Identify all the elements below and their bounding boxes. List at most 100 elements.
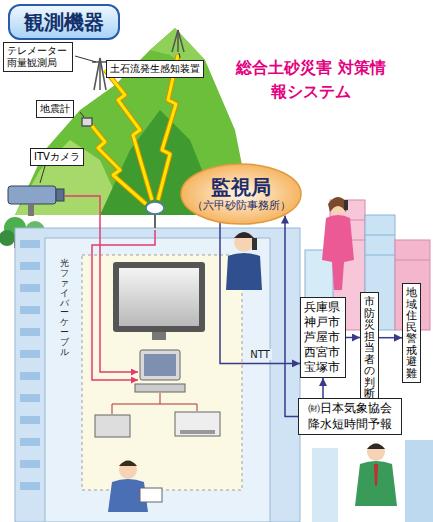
decision-box: 市防災担当者の判断 — [360, 292, 379, 404]
lightning-bolts-part — [105, 70, 152, 200]
node-text: 兵庫県 神戸市 芦屋市 西宮市 宝塚市 — [304, 300, 342, 375]
sensor-towers-part — [172, 30, 178, 52]
operator-part — [119, 461, 137, 467]
office-buildings-part — [405, 440, 433, 522]
forecast-box: ㈶日本気象協会 降水短時間予報 — [298, 398, 402, 435]
antenna-dish — [146, 202, 164, 228]
man-at-office — [355, 443, 397, 506]
man-at-office-part — [367, 443, 385, 461]
label-text: 光ファイバーケーブル — [60, 259, 69, 358]
connector-arrow — [220, 223, 300, 363]
callout-box: 地震計 — [36, 100, 74, 118]
building-part — [20, 284, 40, 292]
trees-part — [0, 230, 15, 246]
leader-lines-part — [179, 53, 180, 58]
sensor-towers-part — [94, 58, 100, 90]
computer-part — [144, 354, 176, 376]
computer-part — [135, 384, 185, 392]
printer-links — [112, 393, 197, 414]
sensor-towers — [82, 30, 184, 126]
woman-with-phone — [322, 197, 354, 290]
big-monitor-part — [119, 268, 199, 326]
antenna-dish-part — [146, 202, 164, 214]
building-part — [20, 328, 40, 336]
connector-arrow — [346, 337, 360, 339]
callout-box: ITVカメラ — [30, 148, 84, 166]
node-subtext: （六甲砂防事務所） — [192, 199, 291, 213]
big-monitor-part — [113, 262, 205, 332]
printer-links-part — [160, 404, 197, 411]
building-part — [20, 372, 40, 380]
diagram-title: 総合土砂災害 対策情報システム — [236, 56, 386, 104]
connector-arrow — [322, 378, 324, 398]
connector-label: NTT — [248, 349, 272, 360]
node-text: テレメーター 雨量観測局 — [7, 45, 69, 69]
operator-part — [140, 488, 162, 502]
node-text: 監視局 — [211, 175, 271, 199]
building-part — [20, 438, 40, 446]
building-part — [20, 482, 40, 490]
city-box: 兵庫県 神戸市 芦屋市 西宮市 宝塚市 — [300, 297, 346, 378]
man-at-office-part — [355, 461, 397, 506]
woman-with-phone-part — [329, 197, 347, 215]
connector-arrow — [379, 337, 403, 339]
printers-part — [95, 415, 130, 437]
leader-lines-part — [75, 56, 96, 62]
man-with-phone-part — [234, 232, 254, 238]
city-buildings-part — [365, 235, 395, 236]
node-text: 地震計 — [40, 103, 70, 115]
callout-box: 土石流発生感知装置 — [106, 60, 204, 78]
man-with-phone-part — [234, 232, 254, 252]
lightning-bolts-part — [105, 70, 152, 200]
building-part — [20, 416, 40, 424]
group-heading: 観測機器 — [8, 4, 120, 40]
lightning-bolts-part — [92, 126, 146, 204]
node-text: 市防災担当者の判断 — [364, 296, 375, 400]
oval-shape — [181, 164, 301, 224]
operator — [108, 461, 162, 513]
man-at-office-part — [367, 444, 385, 450]
woman-with-phone-part — [328, 197, 348, 212]
big-monitor-part — [152, 332, 166, 340]
node-text: 観測機器 — [24, 9, 104, 36]
station-oval: 監視局（六甲砂防事務所） — [180, 163, 302, 225]
computer — [135, 350, 185, 392]
sensor-towers-part — [82, 118, 92, 126]
building-part — [45, 238, 270, 522]
printer-links-part — [112, 393, 160, 414]
node-text: 土石流発生感知装置 — [110, 63, 200, 75]
connector-arrow — [285, 216, 298, 417]
leader-lines-part — [80, 112, 84, 117]
office-buildings — [312, 440, 433, 522]
node-text: 地域住民警戒避難 — [406, 287, 417, 379]
building-part — [20, 306, 40, 314]
itv-camera — [8, 186, 64, 216]
man-with-phone — [226, 232, 262, 290]
office-buildings-part — [312, 448, 338, 522]
man-with-phone-part — [226, 253, 262, 290]
printers — [95, 412, 220, 437]
node-text: ㈶日本気象協会 降水短時間予報 — [302, 401, 398, 432]
building-part — [20, 350, 40, 358]
city-buildings-part — [395, 260, 430, 261]
lightning-bolts-part — [92, 126, 146, 204]
cable-label: 光ファイバーケーブル — [60, 258, 69, 359]
building — [15, 228, 300, 522]
printers-part — [175, 412, 220, 436]
man-with-phone-part — [252, 238, 257, 250]
sensor-towers-part — [178, 30, 184, 52]
building-part — [20, 262, 40, 270]
node-text: ITVカメラ — [34, 151, 80, 163]
itv-camera-part — [56, 189, 64, 201]
woman-with-phone-part — [344, 200, 348, 210]
building-part — [20, 240, 40, 248]
city-buildings-part — [365, 255, 395, 256]
itv-camera-part — [28, 204, 34, 216]
man-at-office-part — [374, 464, 378, 486]
operator-part — [119, 461, 137, 479]
action-box: 地域住民警戒避難 — [402, 283, 421, 383]
callout-box: テレメーター 雨量観測局 — [3, 42, 73, 72]
building-part — [20, 460, 40, 468]
woman-with-phone-part — [322, 215, 354, 290]
printers-part — [180, 430, 215, 434]
